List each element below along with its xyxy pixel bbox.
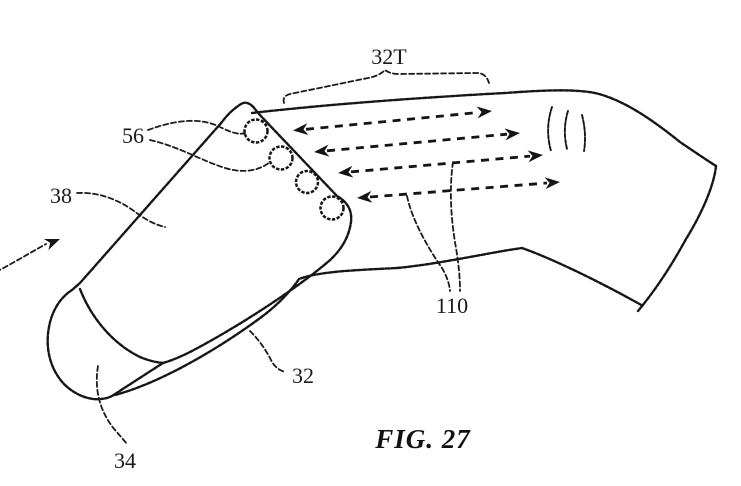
sensor-dot	[319, 195, 345, 221]
leader-110-left	[406, 195, 451, 292]
reference-labels: 56 38 34 32 32T 110	[50, 44, 468, 473]
brace-32t	[282, 68, 490, 104]
sensor-dot	[294, 169, 320, 195]
leader-lines	[76, 119, 461, 445]
finger-bottom-edge	[113, 246, 645, 397]
device-sleeve	[46, 101, 353, 401]
ref-label-110: 110	[436, 293, 468, 318]
swipe-arrow	[314, 128, 520, 157]
sensor-dot	[268, 145, 294, 171]
ref-label-34: 34	[114, 448, 136, 473]
finger-top-edge	[250, 89, 718, 168]
leader-56-lower	[149, 139, 271, 172]
knuckle-creases	[547, 106, 586, 152]
ref-label-32: 32	[292, 363, 314, 388]
swipe-arrow	[293, 106, 492, 136]
knuckle-crease	[563, 110, 569, 150]
leader-56-upper	[147, 119, 246, 135]
swipe-arrows	[293, 106, 560, 203]
knuckle-crease	[547, 106, 553, 152]
leader-34	[95, 365, 128, 445]
leader-38	[76, 192, 166, 228]
device-sleeve-outline	[46, 101, 353, 401]
sensor-dot	[243, 118, 269, 144]
sensor-dots	[243, 118, 345, 221]
ref-label-56: 56	[122, 123, 144, 148]
pointer-arrow	[0, 239, 60, 271]
leader-110-right	[449, 161, 461, 292]
finger-outline	[113, 89, 718, 397]
ref-label-38: 38	[50, 183, 72, 208]
fingertip-pad-edge	[78, 287, 165, 365]
knuckle-crease	[581, 114, 586, 152]
hand-right-edge	[636, 164, 718, 313]
swipe-arrow	[357, 177, 560, 203]
figure-caption: FIG. 27	[374, 424, 471, 454]
leader-32	[249, 330, 287, 373]
ref-label-32t: 32T	[371, 44, 407, 69]
swipe-arrow	[338, 150, 543, 178]
